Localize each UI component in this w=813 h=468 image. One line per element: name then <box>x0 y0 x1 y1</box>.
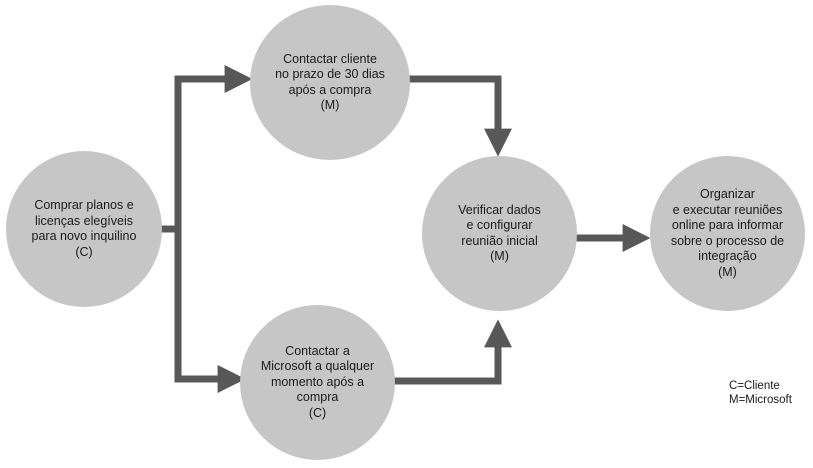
arrow-to-contact-customer <box>174 65 253 229</box>
verify-line-3: reunião inicial <box>461 233 538 248</box>
organize-line-4: sobre o processo de <box>670 233 785 248</box>
contact-customer-line-4: (M) <box>320 98 340 112</box>
buy-line-2: licenças elegíveis <box>35 213 133 228</box>
buy-line-4: (C) <box>75 244 93 259</box>
organize-line-6: (M) <box>718 264 737 279</box>
contact-microsoft-line-5: (C) <box>308 405 327 420</box>
verify-line-2: e configurar <box>466 218 533 232</box>
legend-microsoft: M=Microsoft <box>729 394 792 406</box>
arrow-to-contact-microsoft <box>174 229 246 393</box>
verify-line-4: (M) <box>490 249 509 263</box>
contact-microsoft-line-1: Contactar a <box>285 343 350 358</box>
organize-line-2: e executar reuniões <box>672 202 783 217</box>
buy-line-3: para novo inquilino <box>31 229 137 243</box>
organize-line-1: Organizar <box>700 187 755 201</box>
arrow-contact-customer-to-verify <box>403 75 512 157</box>
contact-microsoft-line-3: momento após a <box>270 374 365 389</box>
organize-line-3: online para informar <box>671 218 784 232</box>
contact-customer-line-3: após a compra <box>288 82 372 97</box>
buy-line-1: Comprar planos e <box>34 198 134 212</box>
organize-line-5: integração <box>698 249 757 263</box>
verify-line-1: Verificar dados <box>458 202 541 217</box>
arrow-contact-microsoft-to-verify <box>392 319 512 385</box>
legend-customer: C=Cliente <box>729 380 780 392</box>
contact-customer-line-2: no prazo de 30 dias <box>275 67 385 81</box>
contact-microsoft-line-2: Microsoft a qualquer <box>260 359 375 374</box>
legend: C=Cliente M=Microsoft <box>729 379 792 407</box>
contact-microsoft-line-4: compra <box>296 390 339 405</box>
contact-customer-line-1: Contactar cliente <box>283 51 377 66</box>
